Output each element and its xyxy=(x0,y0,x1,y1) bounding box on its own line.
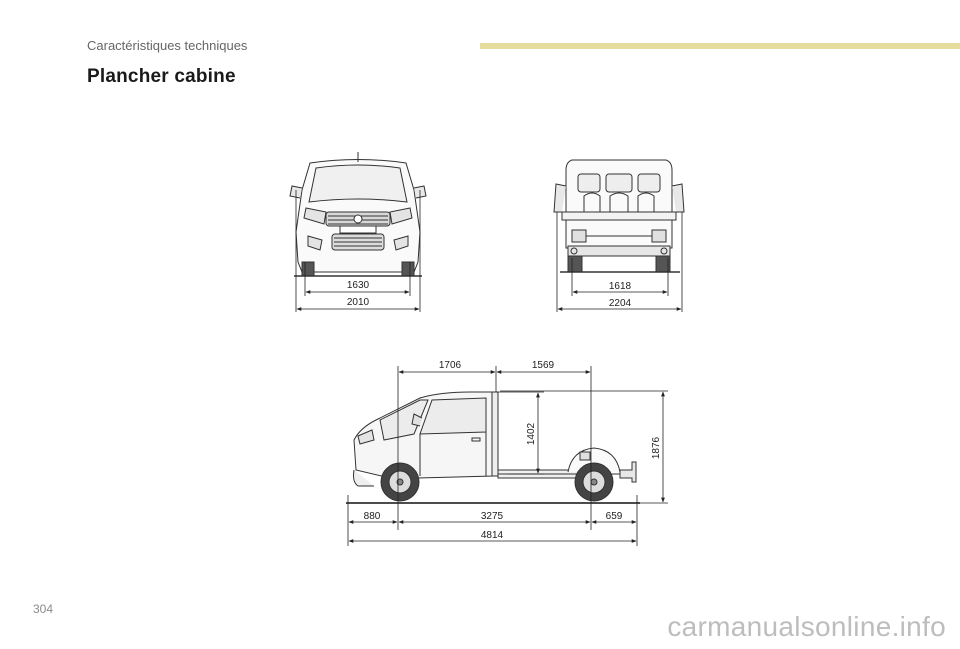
front-view-dimensions xyxy=(295,190,421,312)
page-title: Plancher cabine xyxy=(87,66,236,87)
cab-length-label: 1706 xyxy=(439,360,462,371)
page-number: 304 xyxy=(33,602,54,616)
rear-view-dimensions xyxy=(556,212,683,312)
front-inner-width-label: 1630 xyxy=(347,280,370,291)
front-overhang-label: 880 xyxy=(364,511,381,522)
rear-outer-width-label: 2204 xyxy=(609,298,632,309)
rear-view-drawing xyxy=(553,159,685,273)
rear-overhang-label: 659 xyxy=(606,511,623,522)
total-length-label: 4814 xyxy=(481,530,504,541)
front-outer-width-label: 2010 xyxy=(347,297,370,308)
section-header: Caractéristiques techniques xyxy=(87,38,248,53)
side-view-drawing xyxy=(346,391,640,504)
platform-length-label: 1569 xyxy=(532,360,555,371)
wheelbase-label: 3275 xyxy=(481,511,504,522)
watermark: carmanualsonline.info xyxy=(667,611,946,642)
total-height-label: 1876 xyxy=(651,436,662,459)
front-view-drawing xyxy=(289,152,427,277)
side-view-dimensions xyxy=(347,366,668,546)
rear-inner-width-label: 1618 xyxy=(609,281,632,292)
cab-height-label: 1402 xyxy=(526,422,537,445)
header-accent-bar xyxy=(480,43,960,49)
